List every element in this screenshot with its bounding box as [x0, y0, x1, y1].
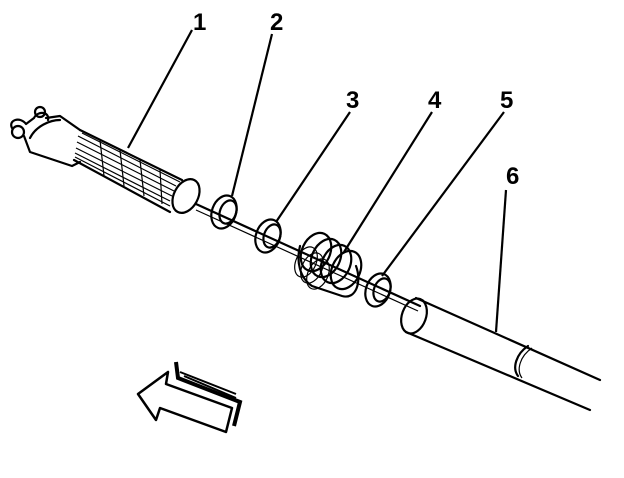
leader-3	[275, 111, 351, 223]
callout-2: 2	[270, 9, 283, 36]
part-4-spring	[294, 231, 363, 298]
callout-3: 3	[346, 87, 359, 114]
part-5-ring	[364, 272, 392, 308]
callout-6: 6	[506, 163, 519, 190]
leader-2	[230, 33, 274, 197]
callout-5: 5	[500, 87, 513, 114]
callout-4: 4	[428, 87, 442, 114]
arrow-pointing-left-icon	[136, 361, 243, 434]
part-2-ring	[210, 194, 238, 230]
leader-6	[494, 189, 508, 333]
center-rod	[194, 202, 422, 308]
part-6-tube	[400, 296, 602, 412]
leader-lines	[127, 29, 508, 333]
spline-ridges	[74, 132, 181, 207]
leader-4	[343, 111, 433, 253]
leader-1	[127, 29, 193, 149]
part-3-ring	[254, 218, 282, 254]
part-1-splined-shaft	[10, 105, 201, 214]
callout-1: 1	[193, 9, 206, 36]
leader-5	[381, 111, 505, 277]
callout-labels: 1 2 3 4 5 6	[193, 9, 519, 190]
